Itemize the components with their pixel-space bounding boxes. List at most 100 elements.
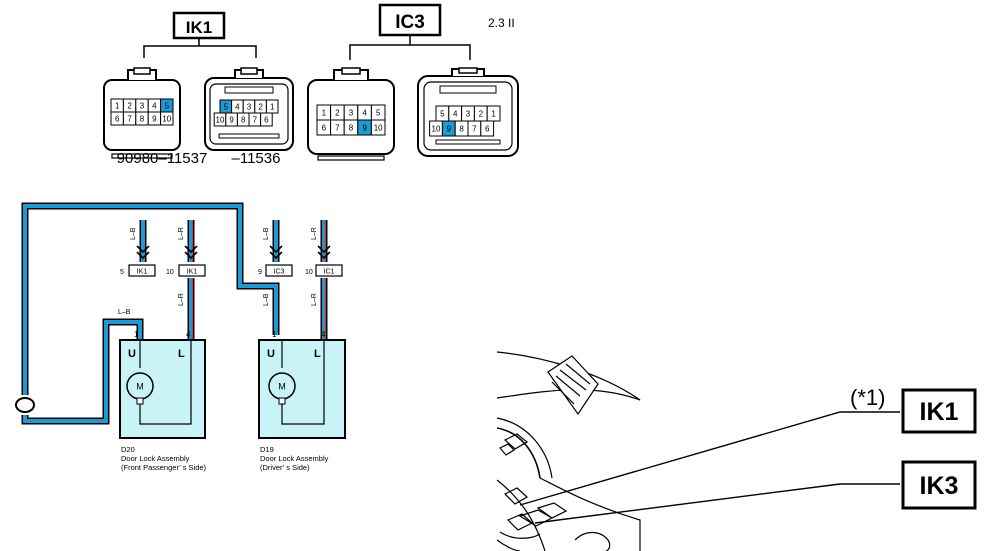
pin-number: 9 <box>447 125 452 134</box>
pin-number: 1 <box>322 109 327 118</box>
leader-ik3 <box>534 483 900 524</box>
pin-number: 9 <box>229 116 234 125</box>
tag-ic3 <box>265 264 293 277</box>
pin-cell <box>160 111 174 126</box>
pin-number: 1 <box>270 103 275 112</box>
pin-number: 4 <box>152 102 157 111</box>
wire-label-ic3-9-bottom: L–B <box>263 293 270 306</box>
wire-label-ik1-10-bottom: L–R <box>178 293 185 306</box>
pin-number: 5 <box>440 110 445 119</box>
leader-ik1 <box>519 411 900 506</box>
pin-number: 6 <box>485 125 490 134</box>
wire-label-ik1-5: L–B <box>130 227 137 240</box>
d19-terminal-l: L <box>314 348 321 360</box>
callouts: (*1) IK1 IK3 <box>850 385 977 510</box>
location-illustration <box>496 351 641 551</box>
pin-number: 8 <box>459 125 464 134</box>
junction-tags: 5 IK1 10 IK1 9 IC3 10 IC1 <box>120 264 343 277</box>
d20-code: D20 <box>121 445 135 454</box>
d19-pin-4: 4 <box>321 330 326 339</box>
pin-number: 6 <box>322 124 327 133</box>
callout-note: (*1) <box>850 385 885 410</box>
ic3-header: IC3 2.3 II <box>349 3 515 60</box>
pin-10a: 10 <box>166 269 174 276</box>
pin-10b: 10 <box>305 269 313 276</box>
pin-number: 6 <box>115 115 120 124</box>
pin-number: 9 <box>362 124 367 133</box>
ic3-bracket <box>349 35 471 60</box>
pin-number: 3 <box>349 109 354 118</box>
wire-ik1-pin10 <box>187 220 195 340</box>
svg-text:IK1: IK1 <box>187 269 198 276</box>
pin-number: 3 <box>247 103 252 112</box>
part-number-a: 90980–11537 <box>117 150 208 167</box>
pin-cell <box>370 119 386 136</box>
pin-number: 10 <box>432 125 441 134</box>
wire-label-ic1-10-bottom: L–R <box>311 293 318 306</box>
pin-number: 2 <box>335 109 340 118</box>
pin-number: 8 <box>140 115 145 124</box>
ik1-bracket <box>143 38 257 58</box>
callout-ik3: IK3 <box>920 472 959 500</box>
chevrons <box>136 245 331 260</box>
callout-ik1-box <box>901 388 977 434</box>
d20-pin-1: 1 <box>134 330 139 339</box>
ik1-header: IK1 <box>143 11 257 58</box>
pin-number: 4 <box>453 110 458 119</box>
pin-number: 7 <box>472 125 477 134</box>
pin-number: 10 <box>216 116 225 125</box>
pin-number: 8 <box>241 116 246 125</box>
pin-number: 10 <box>162 115 171 124</box>
svg-text:IC3: IC3 <box>274 269 285 276</box>
connector-cluster <box>499 433 568 539</box>
pin-number: 2 <box>127 102 132 111</box>
wire-label-ic1-10-top: L–R <box>311 227 318 240</box>
callout-ik1: IK1 <box>920 398 959 426</box>
ic3-note: 2.3 II <box>488 16 515 30</box>
tag-ik1-1 <box>128 264 156 277</box>
d20-side: (Front Passenger’ s Side) <box>121 463 207 472</box>
ik1-label: IK1 <box>186 18 212 37</box>
ic3-label: IC3 <box>395 12 425 33</box>
pin-cell <box>480 120 495 137</box>
d20-terminal-l: L <box>178 348 185 360</box>
tag-ic1 <box>315 264 343 277</box>
air-vent <box>547 355 599 416</box>
d20-terminal-u: U <box>128 348 136 360</box>
wire-long-loop <box>21 202 280 395</box>
pin-number: 4 <box>235 103 240 112</box>
d19-name: Door Lock Assembly <box>260 454 329 463</box>
pin-number: 7 <box>127 115 132 124</box>
callout-leaders <box>519 411 900 524</box>
pin-number: 7 <box>253 116 258 125</box>
pin-number: 2 <box>258 103 263 112</box>
pin-number: 3 <box>466 110 471 119</box>
ground-loop <box>15 397 35 413</box>
pin-number: 10 <box>374 124 383 133</box>
wire-label-ic3-9-top: L–B <box>263 227 270 240</box>
pin-number: 5 <box>376 109 381 118</box>
pin-number: 6 <box>264 116 269 125</box>
d19-motor-label: M <box>278 382 286 392</box>
wires <box>21 202 328 425</box>
pin-5: 5 <box>120 269 124 276</box>
pin-number: 9 <box>152 115 157 124</box>
pin-number: 7 <box>335 124 340 133</box>
d19-pin-1: 1 <box>272 330 277 339</box>
wire-d20-u <box>21 318 144 425</box>
wire-color-labels: L–B L–R L–R L–B L–B L–R L–R L–B <box>118 227 318 316</box>
pin-number: 2 <box>479 110 484 119</box>
tag-ik1-2 <box>178 264 206 277</box>
wire-label-d20-u: L–B <box>118 309 131 316</box>
pin-number: 1 <box>115 102 120 111</box>
pin-number: 4 <box>362 109 367 118</box>
svg-text:IK1: IK1 <box>137 269 148 276</box>
svg-text:IC1: IC1 <box>324 269 335 276</box>
wire-ic1-pin10 <box>320 220 328 340</box>
d20-pin-4: 4 <box>186 330 191 339</box>
